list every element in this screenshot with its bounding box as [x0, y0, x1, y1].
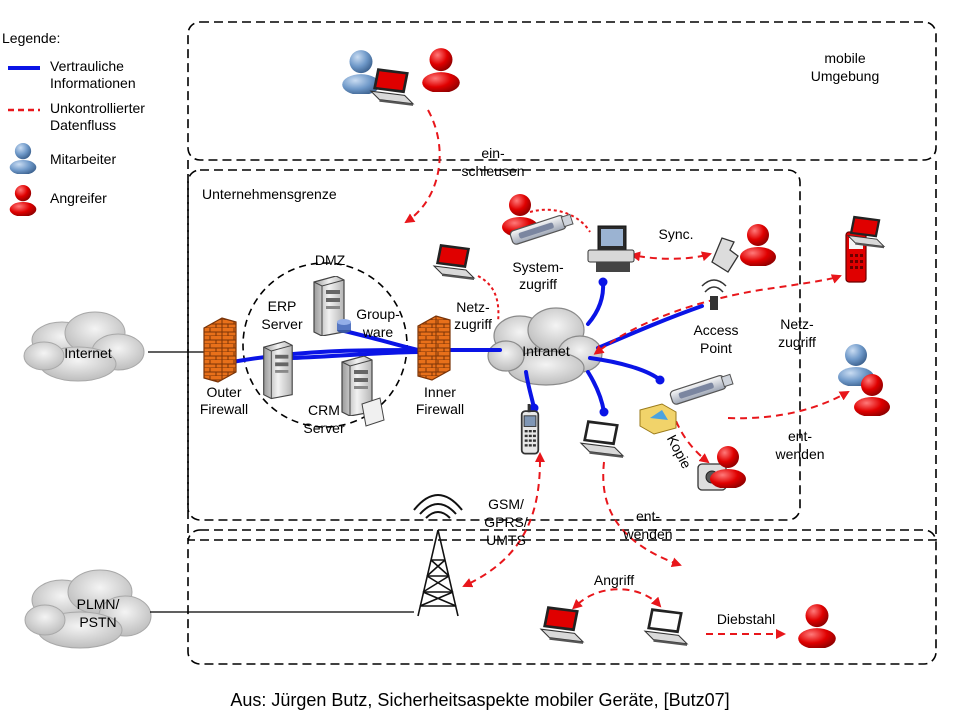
einschleusen-label-1: ein-	[481, 145, 505, 161]
flow-einschleusen	[404, 109, 441, 224]
intranet-label: Intranet	[522, 343, 570, 359]
mobile-phone-icon-intranet	[520, 404, 540, 455]
netzzugriff-inner-label-1: Netz-	[456, 299, 490, 315]
systemzugriff-label-1: System-	[512, 259, 564, 275]
einschleusen-label-2: schleusen	[461, 163, 525, 179]
laptop-icon-intranet	[580, 419, 624, 459]
plmn-label-2: PSTN	[79, 614, 117, 630]
crm-label-1: CRM	[308, 402, 340, 418]
diebstahl-label: Diebstahl	[716, 611, 776, 627]
laptop-icon-victim-bottom	[644, 607, 688, 647]
flow-entwenden-bottom	[602, 461, 682, 568]
flow-entwenden-right	[727, 391, 850, 420]
groupware-label-1: Group-	[356, 306, 400, 322]
inner-firewall-label-2: Firewall	[415, 401, 465, 417]
netzzugriff-outer-label-2: zugriff	[778, 334, 816, 350]
laptop-icon-top	[370, 67, 414, 107]
outer-firewall-icon	[203, 317, 237, 383]
attacker-icon-bottom	[798, 604, 836, 648]
folder-icon-copy	[639, 403, 677, 435]
erp-label-2: Server	[261, 316, 303, 332]
erp-label-1: ERP	[267, 298, 297, 314]
link-intranet-workstation	[586, 280, 606, 326]
internet-cloud-icon	[23, 311, 145, 382]
uncontrolled-flows	[404, 109, 850, 639]
internet-label: Internet	[64, 345, 112, 361]
entwenden-right-label-1: ent-	[787, 428, 813, 444]
legend-item-confidential-1: Vertrauliche	[50, 58, 124, 74]
legend-item-uncontrolled-1: Unkontrollierter	[50, 100, 145, 116]
flow-sync	[630, 251, 712, 262]
dmz-boundary	[242, 262, 408, 428]
legend-item-uncontrolled-2: Datenfluss	[50, 117, 117, 133]
plmn-label-1: PLMN/	[76, 596, 120, 612]
gsm-label-2: GPRS/	[484, 514, 528, 530]
flow-systemzugriff	[529, 208, 591, 233]
phone-icon-sync	[711, 237, 739, 273]
link-intranet-laptop	[586, 370, 606, 414]
mobile-zone-label-2: Umgebung	[810, 68, 880, 84]
attacker-icon-top	[422, 48, 460, 92]
laptop-icon-attacker-bottom	[540, 605, 584, 645]
access-point-label-1: Access	[693, 322, 739, 338]
crm-label-2: Server	[303, 420, 345, 436]
company-boundary-label: Unternehmensgrenze	[202, 186, 337, 202]
workstation-icon	[587, 225, 635, 272]
legend: Legende: Vertrauliche Informationen Unko…	[2, 30, 182, 220]
groupware-label-2: ware	[362, 324, 394, 340]
company-boundary	[187, 169, 801, 521]
usb-stick-icon-copy	[668, 372, 735, 406]
link-intranet-usb	[588, 356, 662, 382]
angriff-label: Angriff	[593, 572, 635, 588]
mobile-zone-label-1: mobile	[824, 50, 866, 66]
flow-gsm	[462, 452, 545, 588]
link-erp-inner-fw	[338, 328, 420, 352]
wireless-zone-border	[187, 529, 937, 665]
entwenden-bottom-label-2: wenden	[623, 526, 673, 542]
citation: Aus: Jürgen Butz, Sicherheitsaspekte mob…	[230, 690, 730, 710]
link-crm-inner-fw	[290, 350, 420, 360]
entwenden-right-label-2: wenden	[775, 446, 825, 462]
gsm-label-3: UMTS	[486, 532, 526, 548]
netzzugriff-inner-label-2: zugriff	[454, 316, 492, 332]
laptop-icon-netzzugriff	[433, 243, 475, 281]
plmn-cloud-icon	[24, 569, 152, 649]
flow-netzzugriff-inner	[477, 275, 500, 323]
attacker-icon-sync	[740, 224, 776, 266]
legend-item-confidential-2: Informationen	[50, 75, 136, 91]
flow-netzzugriff-outer	[593, 274, 842, 355]
legend-graphics	[8, 66, 40, 216]
inner-firewall-icon	[417, 315, 451, 381]
netzzugriff-outer-label-1: Netz-	[780, 316, 814, 332]
access-point-icon	[701, 279, 727, 310]
outer-firewall-label-1: Outer	[206, 384, 242, 400]
link-outer-fw-inner-fw	[230, 348, 420, 364]
legend-title: Legende:	[2, 30, 61, 46]
legend-item-employee: Mitarbeiter	[50, 151, 117, 167]
outer-firewall-label-2: Firewall	[199, 401, 249, 417]
dmz-label: DMZ	[314, 252, 346, 268]
crm-server-icon	[263, 340, 293, 400]
mobile-zone-border	[187, 21, 937, 161]
systemzugriff-label-2: zugriff	[519, 276, 557, 292]
inner-firewall-label-1: Inner	[424, 384, 456, 400]
access-point-label-2: Point	[700, 340, 732, 356]
legend-item-attacker: Angreifer	[50, 190, 107, 206]
flow-angriff	[572, 588, 662, 610]
entwenden-bottom-label-1: ent-	[635, 508, 661, 524]
gsm-label-1: GSM/	[488, 496, 524, 512]
cell-tower-icon	[413, 494, 463, 617]
sync-label: Sync.	[658, 226, 694, 242]
